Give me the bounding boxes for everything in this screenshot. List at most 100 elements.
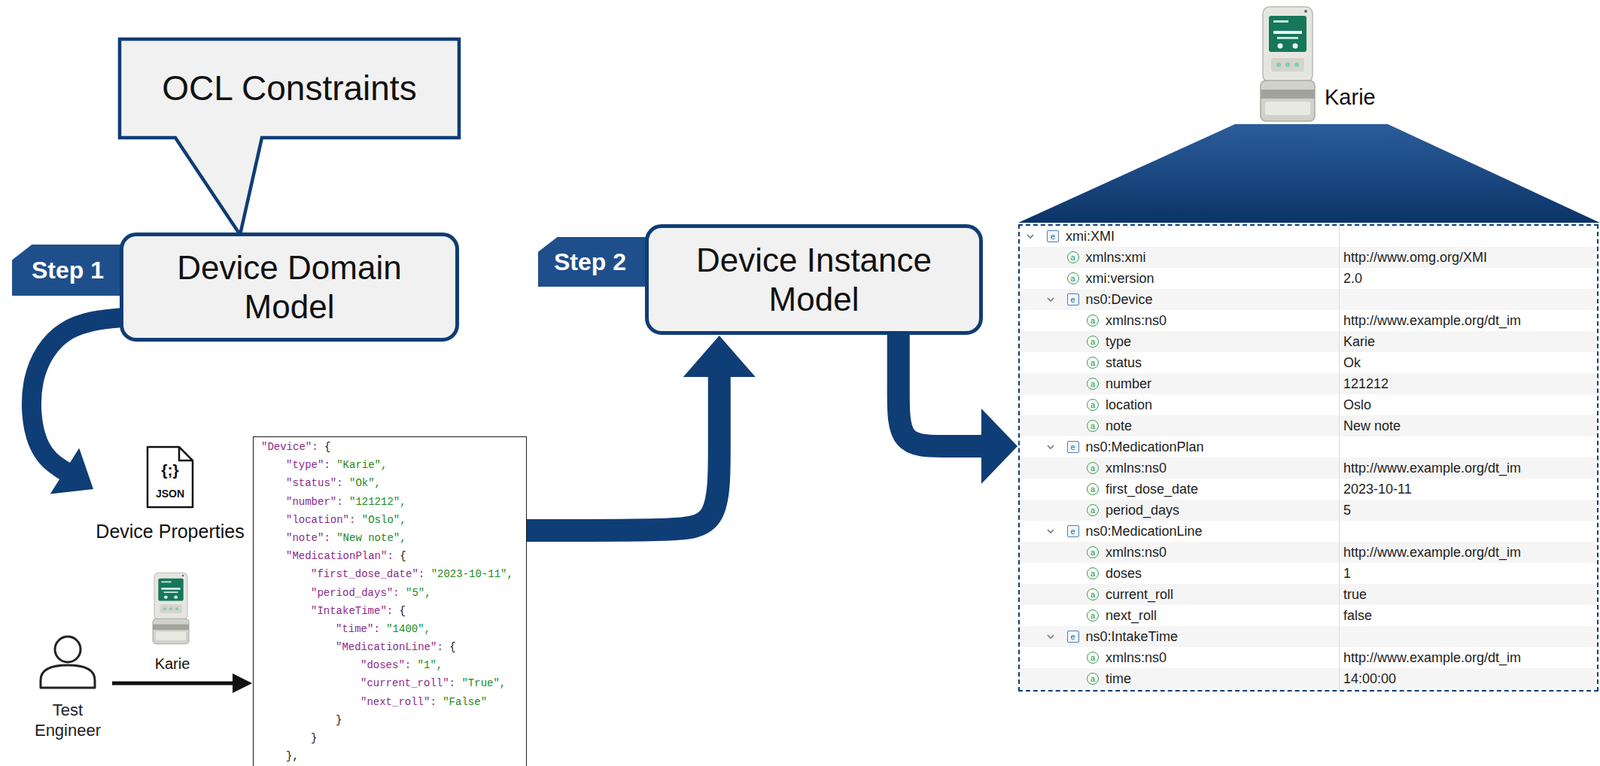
expand-chevron-path: [1047, 298, 1054, 302]
json-brace: {: [399, 550, 406, 563]
json-value: "1",: [417, 659, 444, 672]
tree-row: atypeKarie: [1019, 331, 1597, 353]
callout-box: OCL Constraints: [119, 39, 460, 138]
code-line: "time":"1400",: [253, 620, 516, 639]
icon-letter: a: [1090, 464, 1096, 473]
icon-letter: a: [1090, 316, 1096, 326]
json-key: "next_roll":: [360, 696, 437, 709]
tree-row: anumber121212: [1019, 373, 1597, 395]
icon-letter: a: [1090, 358, 1096, 368]
code-line: }: [253, 711, 516, 730]
attribute-icon: a: [1086, 356, 1099, 369]
tree-node-name: ns0:Device: [1085, 288, 1153, 311]
code-line: "first_dose_date":"2023-10-11",: [253, 565, 516, 584]
attribute-value: true: [1343, 584, 1367, 606]
element-icon: e: [1067, 441, 1080, 454]
step-tab: Step 1: [12, 244, 137, 296]
icon-letter: a: [1090, 380, 1096, 389]
code-line: "Device":{: [253, 438, 516, 457]
callout-outline-path: [119, 39, 460, 235]
arrow-head: [683, 335, 756, 378]
callout-text: OCL Constraints: [161, 68, 417, 109]
icon-letter: a: [1090, 611, 1096, 621]
json-code-box: "Device":{"type":"Karie","status":"Ok","…: [252, 436, 527, 766]
code-line: "next_roll":"False": [253, 693, 516, 712]
code-line: }: [253, 729, 516, 748]
tree-node-name: xmlns:ns0: [1105, 457, 1167, 479]
attribute-icon: a: [1086, 567, 1099, 580]
icon-letter: a: [1090, 401, 1096, 410]
xmi-tree-panel: exmi:XMIaxmlns:xmihttp://www.omg.org/XMI…: [1018, 224, 1599, 692]
attribute-value: 121212: [1343, 373, 1389, 395]
code-line: "type":"Karie",: [253, 456, 516, 475]
attribute-icon: a: [1086, 672, 1099, 685]
box-title: Device Domain Model: [165, 248, 414, 327]
arrow-shaft: [526, 374, 720, 531]
tree-node-name: time: [1105, 668, 1132, 690]
json-key: "current_roll":: [360, 677, 456, 690]
arrow-head: [232, 673, 253, 694]
icon-letter: a: [1070, 253, 1075, 262]
step-tab: Step 2: [538, 237, 659, 287]
arrow-shaft: [898, 334, 984, 447]
tree-node-name: ns0:IntakeTime: [1085, 626, 1178, 648]
element-icon: e: [1067, 630, 1080, 643]
tree-row: axmlns:ns0http://www.example.org/dt_im: [1019, 647, 1597, 669]
attribute-value: http://www.example.org/dt_im: [1343, 541, 1521, 563]
expand-chevron: [1046, 526, 1056, 536]
json-key: "note":: [285, 532, 331, 545]
tree-row: anext_rollfalse: [1019, 605, 1597, 627]
code-line: "location":"Oslo",: [253, 511, 516, 530]
karie-device: [152, 572, 189, 645]
icon-letter: a: [1090, 675, 1096, 684]
icon-letter: e: [1070, 527, 1075, 536]
json-key: "location":: [285, 514, 356, 527]
code-line: "doses":"1",: [253, 656, 516, 675]
attribute-icon: a: [1086, 546, 1099, 559]
icon-letter: a: [1090, 422, 1096, 431]
json-value: "New note",: [336, 532, 406, 545]
attribute-value: 5: [1343, 499, 1351, 521]
code-line: "MedicationPlan":{: [253, 547, 516, 566]
flow-arrow: [526, 335, 756, 531]
attribute-icon: a: [1086, 588, 1099, 601]
file-fold: [179, 447, 193, 461]
actor-name: Test Engineer: [30, 699, 106, 741]
json-key: "Device":: [261, 441, 319, 454]
attribute-icon: a: [1086, 609, 1099, 622]
json-key: "MedicationLine":: [335, 641, 444, 654]
tree-node-name: xmlns:ns0: [1105, 541, 1167, 563]
code-line: "IntakeTime":{: [253, 602, 516, 621]
expand-chevron-path: [1047, 445, 1054, 449]
expand-chevron-path: [1047, 529, 1054, 533]
tree-node-name: first_dose_date: [1105, 478, 1199, 500]
attribute-value: Oslo: [1343, 394, 1372, 416]
file-caption: Device Properties: [95, 520, 244, 543]
attribute-value: http://www.omg.org/XMI: [1343, 246, 1488, 268]
attribute-value: false: [1343, 605, 1372, 627]
file-type: JSON: [155, 488, 185, 499]
tree-node-name: status: [1105, 352, 1142, 374]
tree-node-name: current_roll: [1105, 584, 1174, 606]
icon-letter: e: [1070, 443, 1075, 452]
json-key: "first_dose_date":: [310, 568, 425, 581]
icon-letter: a: [1090, 337, 1096, 347]
json-brace: }: [310, 732, 317, 745]
element-icon: e: [1067, 293, 1080, 306]
tree-row: astatusOk: [1019, 352, 1597, 374]
code-line: "note": "New note",: [253, 529, 516, 548]
code-line: "current_roll":"True",: [253, 674, 516, 693]
zoom-trapezoid: [1018, 124, 1600, 223]
json-value: "5",: [405, 587, 432, 600]
tree-row: aperiod_days5: [1019, 499, 1597, 521]
model-box: Device Instance Model: [644, 224, 983, 335]
json-key: "period_days":: [310, 587, 400, 600]
flow-arrow: [898, 334, 1018, 484]
json-key: "number":: [285, 495, 344, 508]
icon-letter: a: [1090, 569, 1096, 578]
attribute-icon: a: [1086, 483, 1099, 496]
icon-letter: e: [1070, 632, 1075, 642]
code-line: "period_days": "5",: [253, 584, 516, 603]
icon-letter: a: [1090, 653, 1096, 663]
icon-letter: a: [1090, 506, 1096, 515]
